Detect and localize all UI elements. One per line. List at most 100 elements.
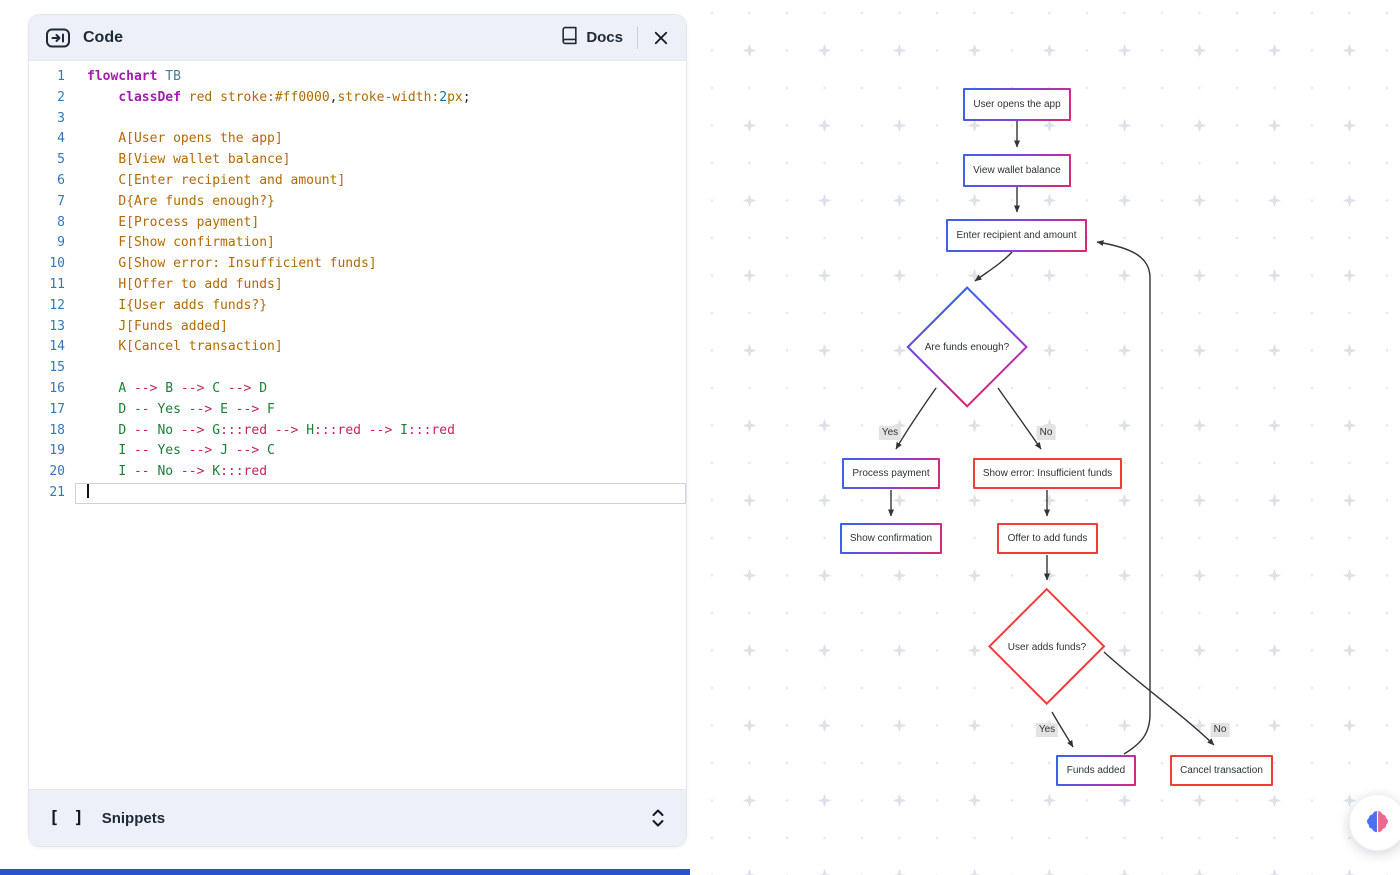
code-line[interactable]: 14 K[Cancel transaction] — [29, 337, 686, 358]
code-line[interactable]: 6 C[Enter recipient and amount] — [29, 171, 686, 192]
code-line[interactable]: 17 D -- Yes --> E --> F — [29, 400, 686, 421]
line-number: 13 — [29, 317, 75, 338]
line-number: 21 — [29, 483, 75, 504]
line-number: 9 — [29, 233, 75, 254]
code-editor[interactable]: 1flowchart TB2 classDef red stroke:#ff00… — [29, 61, 686, 789]
docs-button[interactable]: Docs — [560, 26, 623, 49]
line-number: 8 — [29, 213, 75, 234]
bottom-accent-bar — [0, 869, 690, 875]
code-line[interactable]: 4 A[User opens the app] — [29, 129, 686, 150]
code-line[interactable]: 7 D{Are funds enough?} — [29, 192, 686, 213]
edge-label: No — [1211, 723, 1230, 737]
line-number: 5 — [29, 150, 75, 171]
code-line[interactable]: 16 A --> B --> C --> D — [29, 379, 686, 400]
code-line-text[interactable]: B[View wallet balance] — [75, 150, 686, 171]
flowchart-node-K[interactable]: Cancel transaction — [1170, 755, 1273, 786]
snippets-expand-button[interactable] — [650, 807, 666, 829]
code-line-text[interactable]: flowchart TB — [75, 67, 686, 88]
flowchart-node-F[interactable]: Show confirmation — [840, 523, 942, 554]
code-line-text[interactable]: H[Offer to add funds] — [75, 275, 686, 296]
code-line[interactable]: 18 D -- No --> G:::red --> H:::red --> I… — [29, 421, 686, 442]
panel-title: Code — [83, 29, 123, 47]
code-line-text[interactable]: I{User adds funds?} — [75, 296, 686, 317]
flowchart-node-A[interactable]: User opens the app — [963, 88, 1071, 121]
line-number: 6 — [29, 171, 75, 192]
snippets-bar[interactable]: [ ] Snippets — [29, 789, 686, 846]
code-line[interactable]: 15 — [29, 358, 686, 379]
flowchart-node-B[interactable]: View wallet balance — [963, 154, 1071, 187]
code-lines: 1flowchart TB2 classDef red stroke:#ff00… — [29, 67, 686, 504]
flowchart-node-E[interactable]: Process payment — [842, 458, 940, 489]
code-line-text[interactable]: D{Are funds enough?} — [75, 192, 686, 213]
code-line[interactable]: 19 I -- Yes --> J --> C — [29, 441, 686, 462]
line-number: 11 — [29, 275, 75, 296]
code-line-text[interactable] — [75, 109, 686, 130]
code-line-text[interactable] — [75, 358, 686, 379]
line-number: 10 — [29, 254, 75, 275]
edge-label: No — [1037, 426, 1056, 440]
edge-label: Yes — [879, 426, 901, 440]
code-line-text[interactable]: D -- No --> G:::red --> H:::red --> I:::… — [75, 421, 686, 442]
line-number: 14 — [29, 337, 75, 358]
code-line-text[interactable]: E[Process payment] — [75, 213, 686, 234]
line-number: 20 — [29, 462, 75, 483]
code-line[interactable]: 1flowchart TB — [29, 67, 686, 88]
diagram-canvas[interactable]: User opens the appView wallet balanceEnt… — [700, 0, 1400, 875]
code-line[interactable]: 20 I -- No --> K:::red — [29, 462, 686, 483]
header-divider — [637, 27, 638, 49]
code-line-text[interactable] — [75, 483, 686, 504]
flowchart-node-G[interactable]: Show error: Insufficient funds — [973, 458, 1122, 489]
code-line-text[interactable]: I -- No --> K:::red — [75, 462, 686, 483]
code-line-text[interactable]: C[Enter recipient and amount] — [75, 171, 686, 192]
edge-label: Yes — [1036, 723, 1058, 737]
snippets-icon: [ ] — [49, 808, 86, 828]
code-line-text[interactable]: G[Show error: Insufficient funds] — [75, 254, 686, 275]
code-line[interactable]: 11 H[Offer to add funds] — [29, 275, 686, 296]
close-button[interactable] — [652, 29, 670, 47]
code-panel: Code Docs 1flowchart TB2 classDef red — [28, 14, 687, 847]
book-icon — [560, 26, 579, 49]
docs-label: Docs — [586, 29, 623, 46]
ai-assistant-button[interactable] — [1349, 794, 1400, 851]
code-line[interactable]: 9 F[Show confirmation] — [29, 233, 686, 254]
code-line-text[interactable]: J[Funds added] — [75, 317, 686, 338]
code-panel-header: Code Docs — [29, 15, 686, 61]
code-line[interactable]: 3 — [29, 109, 686, 130]
line-number: 19 — [29, 441, 75, 462]
line-number: 12 — [29, 296, 75, 317]
code-line[interactable]: 2 classDef red stroke:#ff0000,stroke-wid… — [29, 88, 686, 109]
flowchart-node-I[interactable]: User adds funds? — [988, 588, 1106, 706]
code-line[interactable]: 21 — [29, 483, 686, 504]
code-line-text[interactable]: A --> B --> C --> D — [75, 379, 686, 400]
node-label: Are funds enough? — [906, 286, 1028, 408]
code-line[interactable]: 12 I{User adds funds?} — [29, 296, 686, 317]
code-line[interactable]: 8 E[Process payment] — [29, 213, 686, 234]
code-line-text[interactable]: K[Cancel transaction] — [75, 337, 686, 358]
flowchart-node-C[interactable]: Enter recipient and amount — [946, 219, 1087, 252]
code-line-text[interactable]: F[Show confirmation] — [75, 233, 686, 254]
code-panel-icon — [45, 25, 71, 51]
line-number: 1 — [29, 67, 75, 88]
code-line[interactable]: 13 J[Funds added] — [29, 317, 686, 338]
flowchart-node-D[interactable]: Are funds enough? — [906, 286, 1028, 408]
line-number: 15 — [29, 358, 75, 379]
code-line-text[interactable]: D -- Yes --> E --> F — [75, 400, 686, 421]
code-line-text[interactable]: A[User opens the app] — [75, 129, 686, 150]
text-caret — [87, 484, 89, 498]
code-line[interactable]: 10 G[Show error: Insufficient funds] — [29, 254, 686, 275]
code-line[interactable]: 5 B[View wallet balance] — [29, 150, 686, 171]
node-label: User adds funds? — [988, 588, 1106, 706]
code-line-text[interactable]: I -- Yes --> J --> C — [75, 441, 686, 462]
code-line-text[interactable]: classDef red stroke:#ff0000,stroke-width… — [75, 88, 686, 109]
line-number: 3 — [29, 109, 75, 130]
line-number: 17 — [29, 400, 75, 421]
line-number: 7 — [29, 192, 75, 213]
flowchart-node-H[interactable]: Offer to add funds — [997, 523, 1098, 554]
flowchart-node-J[interactable]: Funds added — [1056, 755, 1136, 786]
line-number: 4 — [29, 129, 75, 150]
snippets-label: Snippets — [102, 810, 165, 827]
line-number: 2 — [29, 88, 75, 109]
brain-icon — [1364, 808, 1391, 838]
line-number: 16 — [29, 379, 75, 400]
line-number: 18 — [29, 421, 75, 442]
